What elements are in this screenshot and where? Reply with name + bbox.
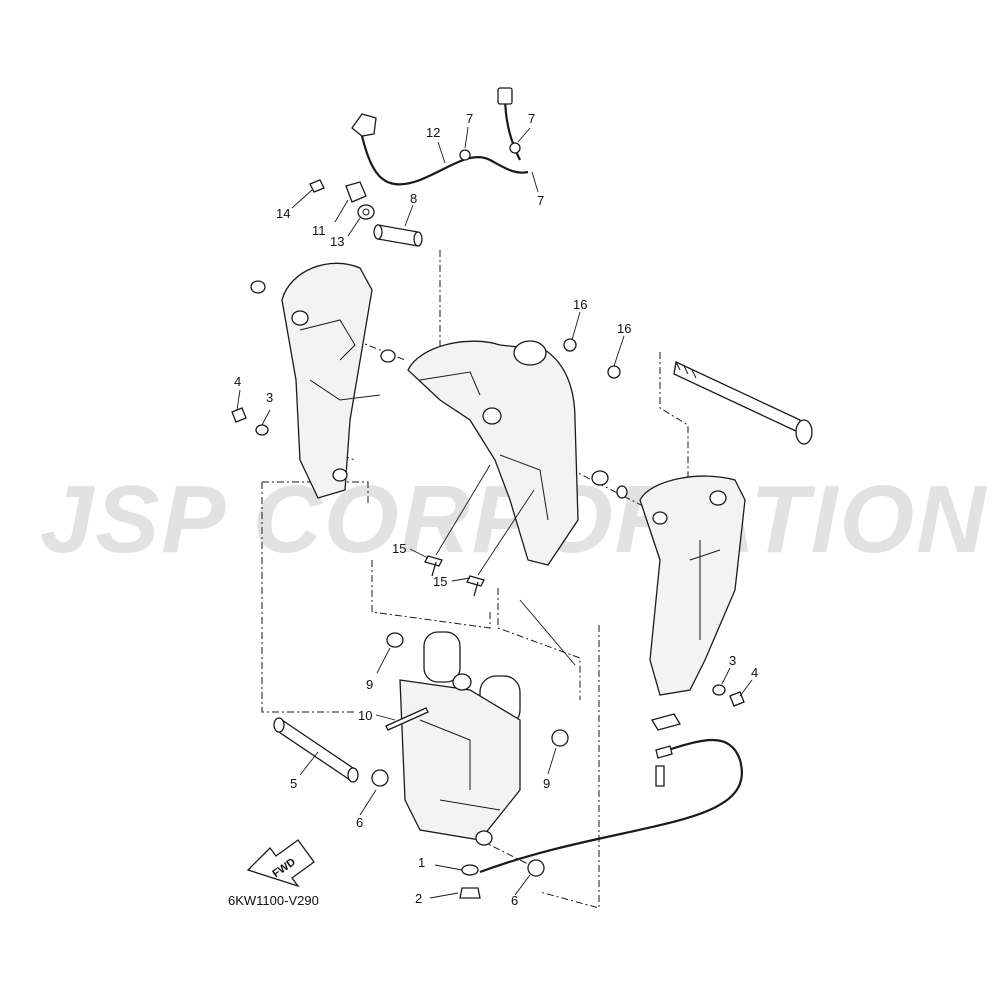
- callouts: 1 2 3 3 4 4 5 6 6 7 7 7 8 9 9 10 11 12 1…: [234, 111, 758, 908]
- left-bolt-washer: [231, 407, 269, 436]
- callout-9-left: 9: [366, 677, 373, 692]
- bottom-fasteners: [459, 864, 481, 899]
- fwd-arrow-icon: [246, 839, 315, 888]
- bushing-right: [591, 470, 609, 486]
- harness-connector-top: [497, 87, 513, 105]
- washer-3-right: [712, 684, 726, 696]
- swivel-bracket-body: [407, 340, 579, 566]
- bushings-6: [371, 769, 545, 877]
- shaft-5: [273, 717, 359, 783]
- harness-connector-left: [351, 113, 377, 137]
- bushing-9-right: [551, 729, 569, 747]
- pin-8: [373, 224, 423, 247]
- screws-15: [424, 555, 485, 597]
- diagram-code: 6KW1100-V290: [228, 893, 319, 908]
- assembly-line-left: [261, 482, 355, 713]
- trim-sender: [479, 713, 743, 874]
- pin-10: [385, 707, 429, 731]
- leader-lines: [236, 126, 753, 899]
- right-bolt-washer: [712, 684, 745, 707]
- nut-left-top: [250, 280, 266, 294]
- harness-main: [358, 127, 529, 186]
- callout-15-a: 15: [392, 541, 406, 556]
- callout-3-left: 3: [266, 390, 273, 405]
- harness-clamp-1: [459, 149, 471, 161]
- tilt-shaft: [673, 361, 813, 445]
- nut-16a: [563, 338, 577, 352]
- callout-11: 11: [312, 223, 326, 238]
- callout-9-right: 9: [543, 776, 550, 791]
- nut-16b: [607, 365, 621, 379]
- top-left-small-parts: [309, 179, 375, 220]
- callout-16-b: 16: [617, 321, 631, 336]
- callout-1: 1: [418, 855, 425, 870]
- assembly-line-center: [497, 588, 581, 700]
- grommet-13-hole: [362, 208, 370, 216]
- callout-8: 8: [410, 191, 417, 206]
- callout-16-a: 16: [573, 297, 587, 312]
- bushing-6-right: [527, 859, 545, 877]
- callout-6-left: 6: [356, 815, 363, 830]
- nut-2: [459, 887, 481, 899]
- bolt-4-left: [231, 407, 247, 423]
- ptt-body: [399, 679, 521, 841]
- callout-2: 2: [415, 891, 422, 906]
- clamp-bracket-left: [250, 262, 381, 499]
- callout-13: 13: [330, 234, 344, 249]
- callout-6-right: 6: [511, 893, 518, 908]
- swivel-bracket: [380, 338, 628, 566]
- assembly-line-right: [539, 625, 600, 909]
- callout-4-right: 4: [751, 665, 758, 680]
- washer-right: [616, 485, 628, 499]
- washer-1: [461, 864, 479, 876]
- callout-3-right: 3: [729, 653, 736, 668]
- assembly-line-left-top: [262, 481, 369, 505]
- assembly-line-center-left: [371, 560, 491, 629]
- bracket-right-body: [639, 475, 746, 696]
- bushing-6-left: [371, 769, 389, 787]
- bolt-14: [309, 179, 325, 193]
- washer-3-left: [255, 424, 269, 436]
- bracket-left-body: [281, 262, 373, 499]
- fwd-arrow: FWD: [246, 839, 315, 888]
- callout-15-b: 15: [433, 574, 447, 589]
- clip-11: [345, 181, 367, 203]
- tilt-motor: [423, 631, 461, 683]
- callout-7-c: 7: [537, 193, 544, 208]
- callout-7-a: 7: [466, 111, 473, 126]
- callout-14: 14: [276, 206, 290, 221]
- clamp-bracket-right: [639, 475, 746, 696]
- bushing-9-left: [386, 632, 404, 648]
- harness-clamp-2: [509, 142, 521, 154]
- wire-harness: [351, 87, 529, 186]
- callout-4-left: 4: [234, 374, 241, 389]
- callout-5: 5: [290, 776, 297, 791]
- grommet-13: [357, 204, 375, 220]
- sender-cable: [479, 738, 743, 874]
- bushing-left: [380, 349, 396, 363]
- power-trim-tilt-unit: [385, 631, 569, 846]
- callout-10: 10: [358, 708, 372, 723]
- callout-7-b: 7: [528, 111, 535, 126]
- callout-12: 12: [426, 125, 440, 140]
